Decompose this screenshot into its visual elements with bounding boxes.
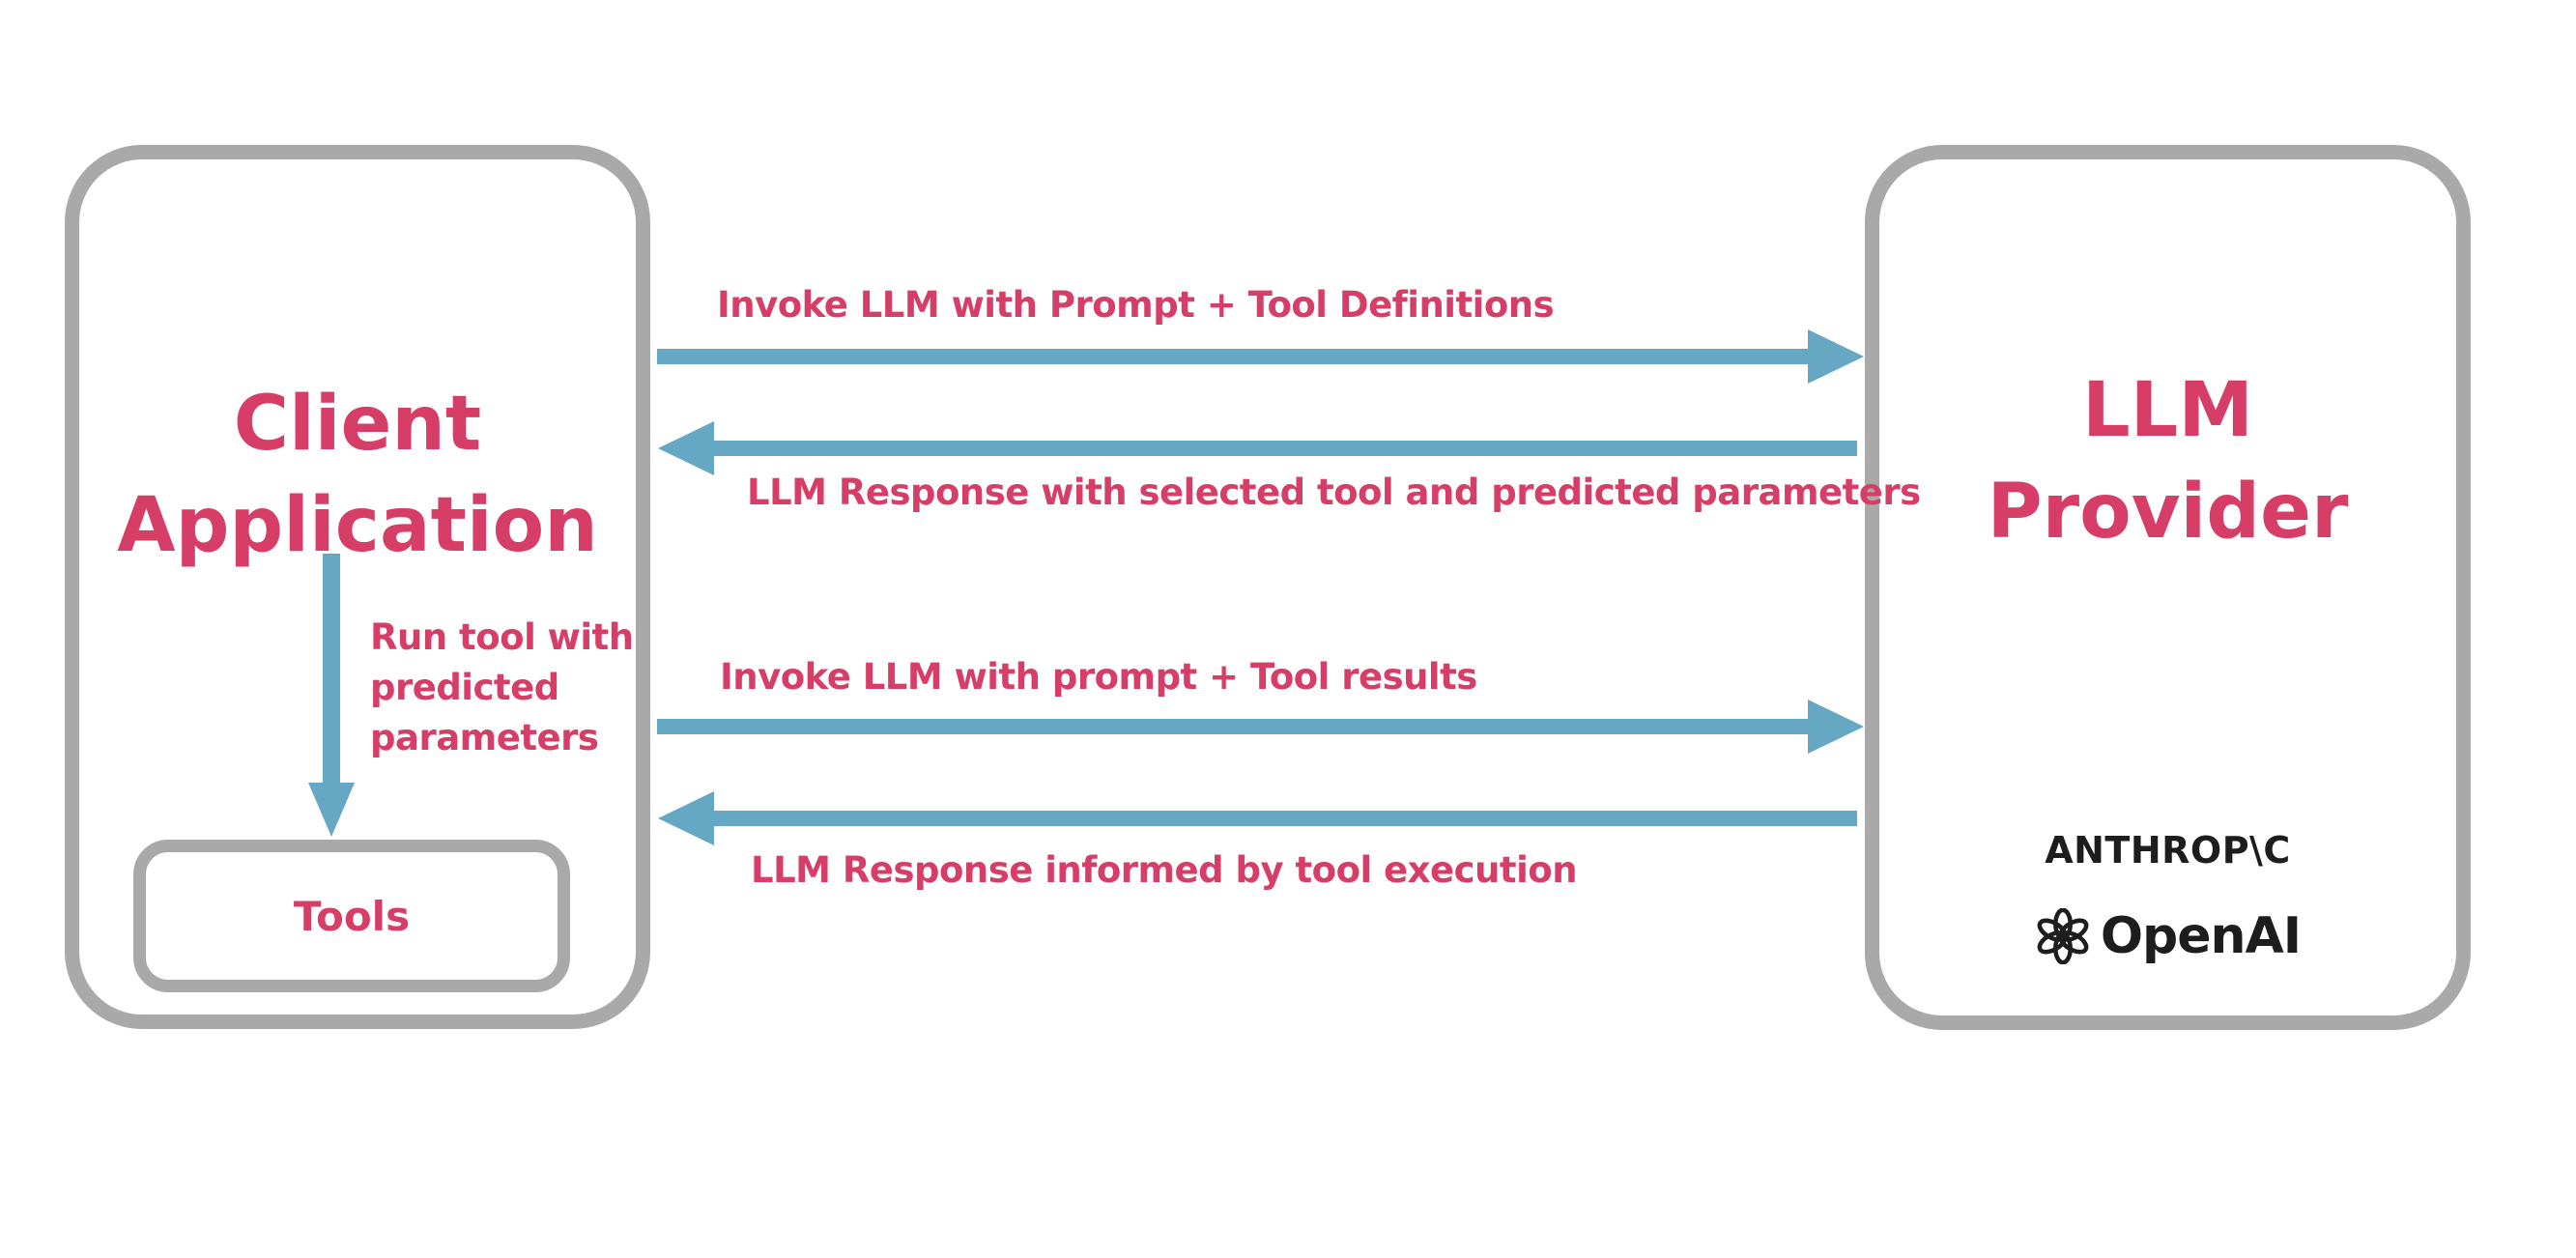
response-arrow-2 [658,791,1857,845]
client-title-line-1: Client [233,381,482,468]
message-label-4: LLM Response informed by tool execution [751,849,1578,891]
run-tool-down-arrow [308,554,355,837]
arrow-shaft [657,719,1808,734]
openai-flower-icon [2035,908,2091,964]
arrow-right-head-icon [1808,700,1864,754]
request-arrow-1 [657,329,1864,384]
llm-provider-box: LLM Provider ANTHROP\C OpenAI [1865,145,2471,1030]
llm-title-line-1: LLM [2081,367,2254,454]
arrow-shaft [714,811,1857,826]
request-arrow-2 [657,700,1864,754]
message-label-2: LLM Response with selected tool and pred… [747,472,1921,513]
openai-logo: OpenAI [1879,907,2456,965]
llm-title-line-2: Provider [1987,469,2349,557]
client-application-title: Client Application [79,374,636,578]
down-arrow-shaft [323,554,340,783]
client-title-line-2: Application [117,482,598,570]
arrow-right-head-icon [1808,329,1864,384]
message-label-3: Invoke LLM with prompt + Tool results [720,656,1477,698]
down-arrow-head-icon [308,783,355,837]
openai-wordmark: OpenAI [2100,907,2302,965]
tools-box: Tools [133,840,570,992]
llm-provider-title: LLM Provider [1879,360,2456,564]
message-label-1: Invoke LLM with Prompt + Tool Definition… [717,284,1555,326]
tools-label: Tools [293,892,411,940]
run-tool-label: Run tool with predicted parameters [370,616,634,758]
arrow-shaft [714,441,1857,456]
response-arrow-1 [658,421,1857,475]
arrow-left-head-icon [658,421,714,475]
arrow-left-head-icon [658,791,714,845]
anthropic-wordmark: ANTHROP\C [2045,829,2291,872]
arrow-shaft [657,349,1808,364]
